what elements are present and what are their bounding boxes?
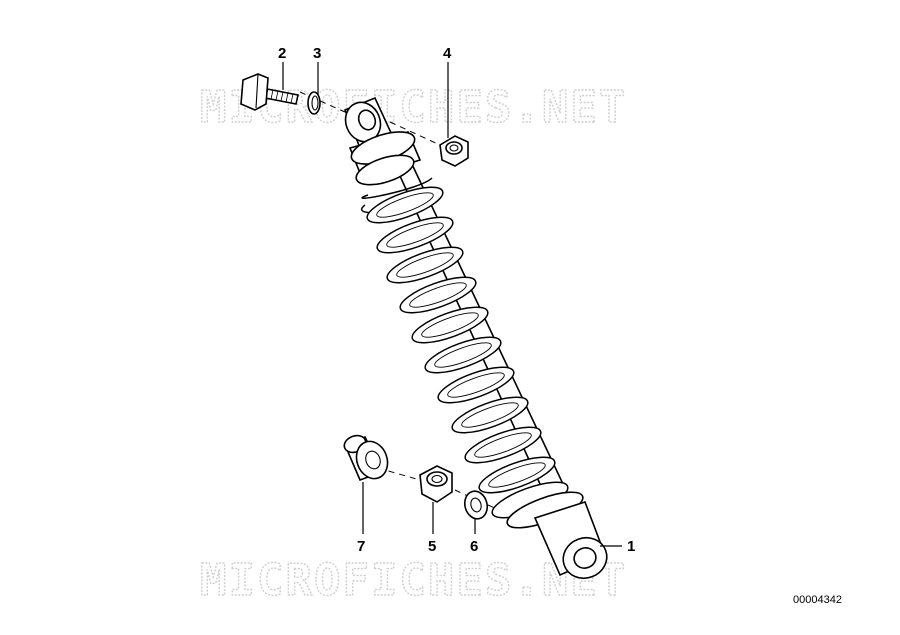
- assembly-axis-top-left: [299, 91, 346, 113]
- hex-bolt-icon: [240, 73, 299, 111]
- assembly-axis-top-right: [389, 121, 441, 146]
- callout-4: 4: [443, 45, 452, 62]
- hex-nut-icon: [439, 135, 469, 167]
- callout-5: 5: [428, 538, 436, 555]
- callout-7: 7: [357, 538, 365, 555]
- spring-washer-icon: [307, 91, 321, 115]
- callout-6: 6: [470, 538, 478, 555]
- callout-3: 3: [313, 45, 321, 62]
- assembly-axis-bottom-left: [377, 467, 421, 481]
- washer-icon: [463, 490, 489, 520]
- shock-absorber-icon: [343, 96, 608, 580]
- callout-1: 1: [627, 538, 635, 555]
- reference-number: 00004342: [793, 594, 842, 606]
- hex-nut-icon: [419, 465, 453, 503]
- bushing-icon: [343, 434, 389, 482]
- callout-2: 2: [278, 45, 286, 62]
